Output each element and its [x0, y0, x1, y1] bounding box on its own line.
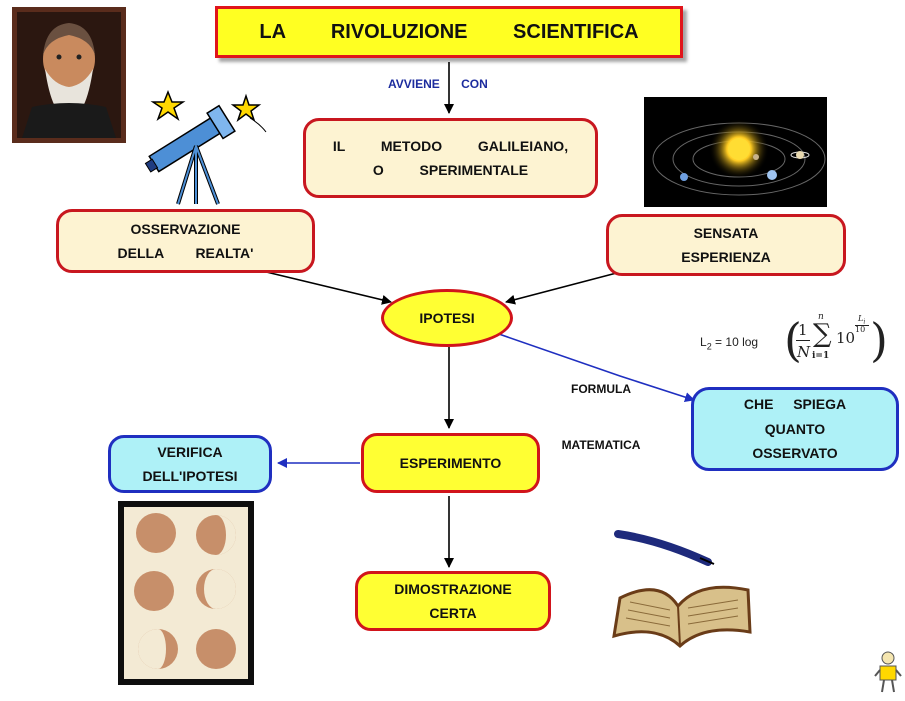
node-ipotesi-text: IPOTESI: [419, 309, 475, 326]
title-text: LA RIVOLUZIONE SCIENTIFICA: [259, 20, 639, 43]
formula-l2: L2 = 10 log ( 1 N n ∑ i=1 10 Li 10 ): [700, 312, 888, 375]
formula-exp-num: L: [858, 314, 864, 323]
telescope-with-stars: [144, 89, 267, 205]
node-metodo-galileiano: IL METODO GALILEIANO, O SPERIMENTALE: [303, 118, 598, 198]
node-spiega-line-1: CHE SPIEGA: [743, 396, 847, 413]
formula-base: 10: [836, 329, 856, 347]
node-sensata-line-1: SENSATA: [693, 224, 759, 241]
node-dimostrazione-certa: DIMOSTRAZIONE CERTA: [355, 571, 551, 631]
formula-sum-top: n: [818, 312, 824, 322]
node-verifica-line-2: DELL'IPOTESI: [142, 468, 238, 484]
formula-denominator: N: [797, 343, 811, 361]
edge-label-avviene-con: AVVIENE CON: [388, 77, 488, 91]
small-robot-mascot: [874, 651, 902, 693]
formula-numerator: 1: [798, 321, 808, 339]
node-esperimento: ESPERIMENTO: [361, 433, 540, 493]
arrow-sensata-to-ipotesi: [505, 269, 629, 305]
formula-paren-right: ): [870, 313, 888, 367]
moon-phase-drawings: [118, 501, 254, 685]
node-metodo-line-2: O SPERIMENTALE: [372, 162, 529, 178]
node-sensata-esperienza: SENSATA ESPERIENZA: [606, 214, 846, 276]
node-che-spiega: CHE SPIEGA QUANTO OSSERVATO: [691, 387, 899, 471]
node-osservazione-line-2: DELLA REALTA': [117, 245, 254, 261]
arrow-ipotesi-to-spiega: [495, 332, 695, 402]
open-book-with-quill: [612, 530, 752, 649]
edge-label-formula-matematica: FORMULA MATEMATICA: [546, 343, 656, 473]
arrow-osservazione-to-ipotesi: [257, 269, 392, 305]
galileo-portrait: [12, 7, 126, 143]
node-dimostrazione-line-1: DIMOSTRAZIONE: [394, 580, 512, 597]
node-metodo-line-1: IL METODO GALILEIANO,: [332, 137, 569, 154]
formula-sum-bottom: i=1: [812, 351, 830, 361]
formula-paren-left: (: [784, 313, 802, 367]
formula-fraction-bar: [796, 340, 810, 341]
formula-exp-den: 10: [855, 325, 866, 334]
node-spiega-line-3: OSSERVATO: [752, 445, 838, 462]
node-spiega-line-2: QUANTO: [764, 420, 826, 437]
formula-sum-sign: ∑: [813, 319, 832, 349]
node-verifica-ipotesi: VERIFICA DELL'IPOTESI: [108, 435, 272, 493]
node-ipotesi: IPOTESI: [381, 289, 513, 347]
formula-lhs-sub: 2: [706, 341, 712, 352]
formula-eq: = 10 log: [715, 335, 759, 349]
node-sensata-line-2: ESPERIENZA: [681, 249, 771, 265]
node-osservazione: OSSERVAZIONE DELLA REALTA': [56, 209, 315, 273]
formula-label-line-1: FORMULA: [571, 382, 631, 397]
title-box: LA RIVOLUZIONE SCIENTIFICA: [215, 6, 683, 58]
formula-exp-bar: [855, 325, 869, 326]
formula-lhs: L: [700, 335, 707, 349]
formula-label-line-2: MATEMATICA: [561, 437, 641, 452]
solar-system: [644, 97, 827, 207]
formula-exp-sub: i: [863, 318, 866, 326]
node-esperimento-text: ESPERIMENTO: [399, 454, 502, 471]
node-dimostrazione-line-2: CERTA: [429, 605, 477, 621]
node-osservazione-line-1: OSSERVAZIONE: [130, 220, 241, 237]
node-verifica-line-1: VERIFICA: [157, 443, 223, 460]
